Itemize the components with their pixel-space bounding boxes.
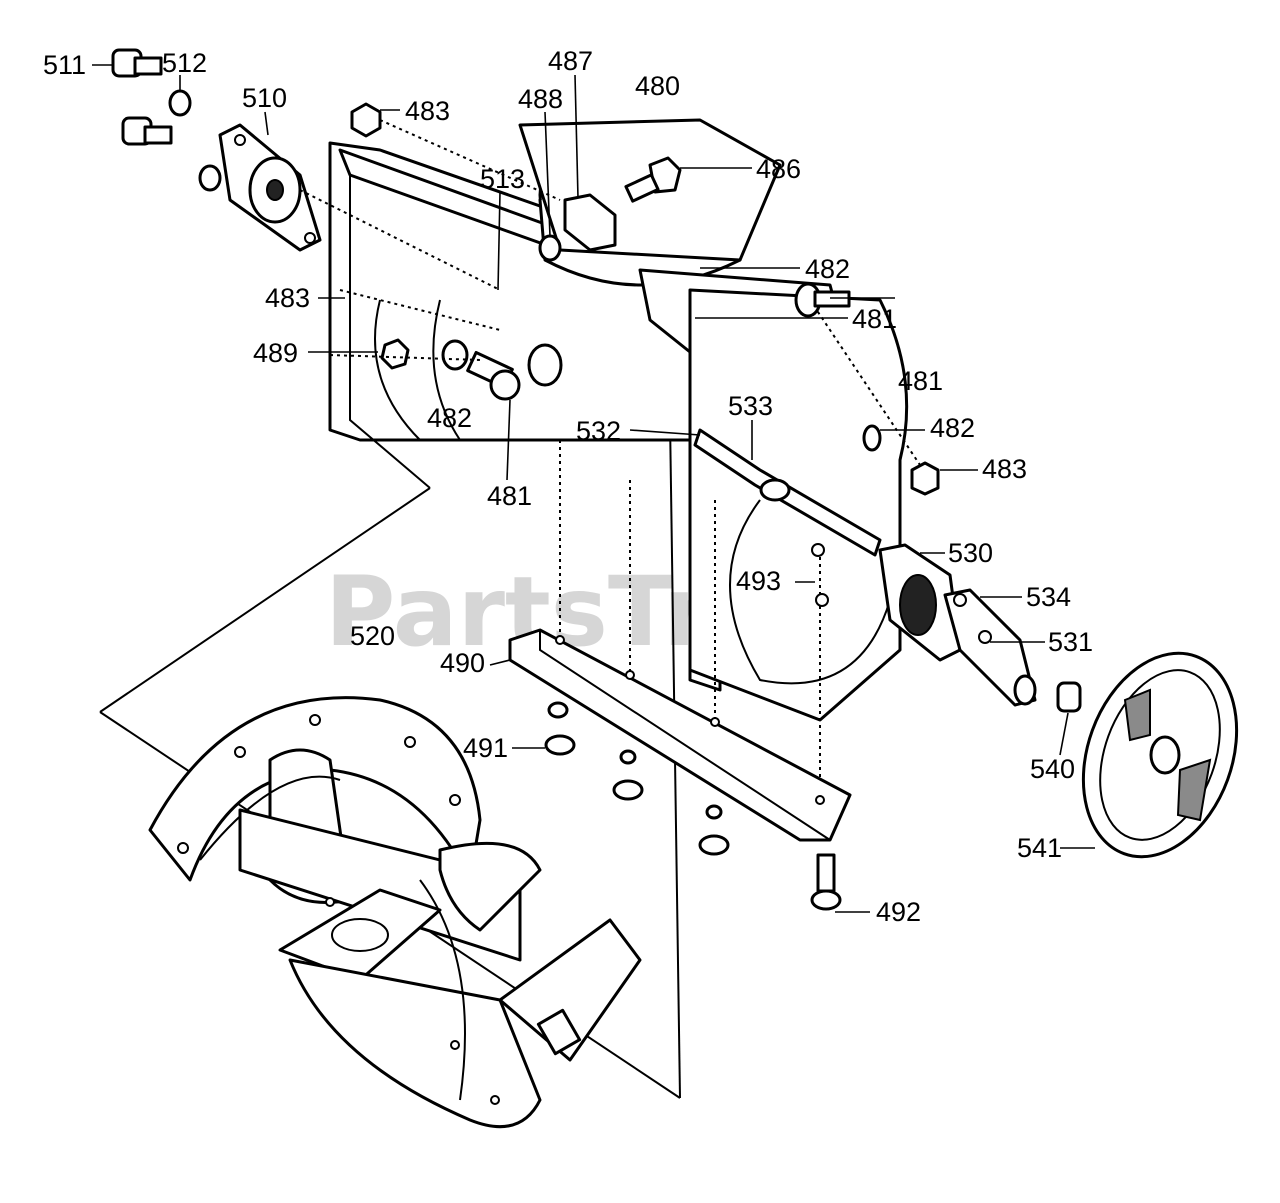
wheel-541: [1081, 651, 1239, 859]
label-520: 520: [350, 621, 395, 651]
label-487: 487: [548, 46, 593, 76]
chute-ring: [518, 118, 782, 287]
label-486: 486: [756, 154, 801, 184]
auger-housing: [148, 696, 642, 1129]
label-492: 492: [876, 897, 921, 927]
nuts-491: [544, 701, 730, 856]
label-482-center: 482: [427, 403, 472, 433]
label-488: 488: [518, 84, 563, 114]
label-489: 489: [253, 338, 298, 368]
leader-lines: [92, 64, 1095, 913]
bearing-flange-530: [878, 543, 962, 662]
label-483-left: 483: [265, 283, 310, 313]
label-534: 534: [1026, 582, 1071, 612]
washer-488: [538, 234, 562, 262]
spacer-540: [1056, 681, 1082, 713]
label-481-right: 481: [898, 366, 943, 396]
part-labels: 511 512 510 483 488 487 480 486 513 482 …: [43, 46, 1093, 927]
label-511: 511: [43, 50, 86, 80]
nut-483-top: [350, 102, 382, 138]
hardware-guide-lines: [299, 119, 931, 800]
label-512: 512: [162, 48, 207, 78]
shaft-533: [693, 428, 882, 557]
carriage-bolt-482-center: [441, 339, 563, 401]
label-491: 491: [463, 733, 508, 763]
nut-483-right: [910, 461, 940, 496]
bolt-511: [111, 48, 173, 146]
label-530: 530: [948, 538, 993, 568]
label-510: 510: [242, 83, 287, 113]
label-493: 493: [736, 566, 781, 596]
label-482-right: 482: [930, 413, 975, 443]
label-531: 531: [1048, 627, 1093, 657]
label-480: 480: [635, 71, 680, 101]
label-483-top: 483: [405, 96, 450, 126]
label-483-right: 483: [982, 454, 1027, 484]
label-533: 533: [728, 391, 773, 421]
label-482-top: 482: [805, 254, 850, 284]
washer-482-right: [862, 424, 882, 452]
label-481-top: 481: [852, 304, 897, 334]
nut-489: [380, 338, 410, 370]
carriage-bolt-492: [810, 853, 842, 911]
label-481-center: 481: [487, 481, 532, 511]
bracket-487: [563, 193, 617, 252]
label-490: 490: [440, 648, 485, 678]
plate-534: [943, 588, 1037, 707]
label-540: 540: [1030, 754, 1075, 784]
bolt-486: [624, 156, 682, 203]
label-532: 532: [576, 416, 621, 446]
bracket-510: [218, 123, 322, 252]
label-541: 541: [1017, 833, 1062, 863]
bolts-493: [811, 543, 829, 607]
bolt-481-right: [794, 282, 851, 318]
label-513: 513: [480, 164, 525, 194]
washer-512: [168, 89, 222, 192]
